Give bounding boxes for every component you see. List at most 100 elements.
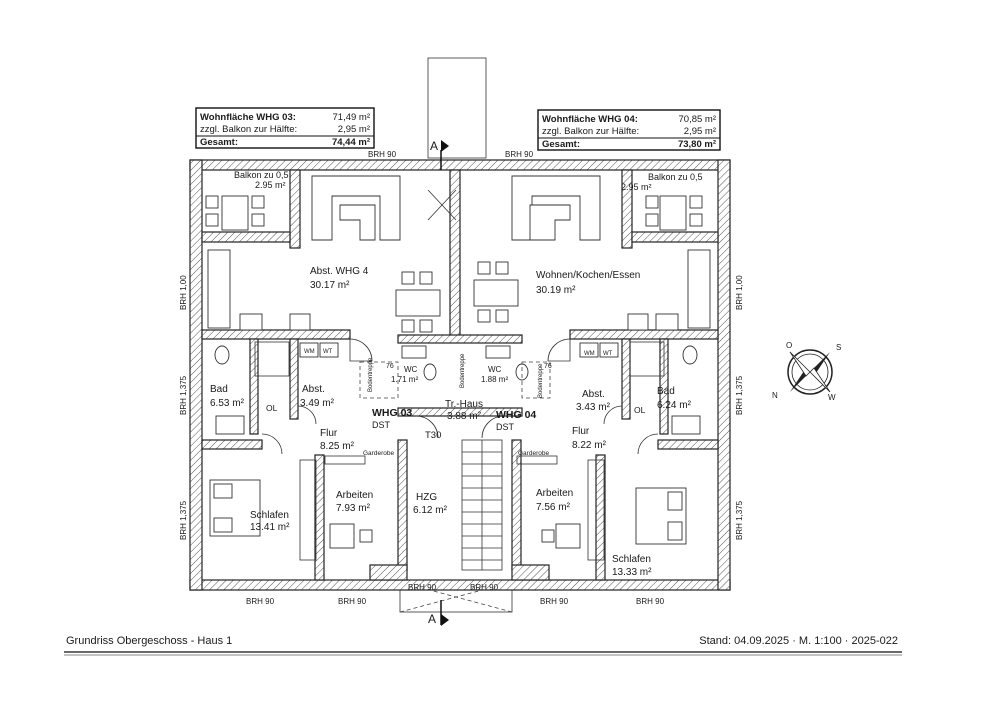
unit-whg04-sub: DST xyxy=(496,422,515,432)
room-arbeiten-left-name: Arbeiten xyxy=(336,490,373,501)
section-line xyxy=(427,140,457,626)
compass-s: S xyxy=(836,343,841,352)
whg03-value-0: 71,49 m² xyxy=(333,112,371,123)
compass-icon: O S N W xyxy=(772,341,841,402)
room-schlafen-right-area: 13.33 m² xyxy=(612,567,652,578)
room-flur-left-name: Flur xyxy=(320,428,338,439)
footer-title: Grundriss Obergeschoss - Haus 1 xyxy=(66,635,232,647)
interior-walls xyxy=(201,169,719,581)
whg04-label-0: Wohnfläche WHG 04: xyxy=(542,114,638,125)
room-wohnen-area: 30.19 m² xyxy=(536,285,576,296)
brh-right-2: BRH 1,375 xyxy=(735,375,744,415)
section-marker-bottom: A xyxy=(428,612,436,626)
wt-label-left: WT xyxy=(323,349,333,355)
title-block: Grundriss Obergeschoss - Haus 1 Stand: 0… xyxy=(64,635,902,656)
ol-label-left: OL xyxy=(266,403,278,413)
whg04-value-0: 70,85 m² xyxy=(679,114,717,125)
room-hzg-name: HZG xyxy=(416,492,437,503)
unit-whg03-sub: DST xyxy=(372,420,391,430)
room-abst-whg4-area: 30.17 m² xyxy=(310,280,350,291)
ol-label-right: OL xyxy=(634,405,646,415)
room-bad-right-name: Bad xyxy=(657,386,675,397)
window-sill-labels: BRH 90 BRH 90 BRH 90 BRH 90 BRH 90 BRH 9… xyxy=(179,150,744,606)
wt-label-right: WT xyxy=(603,351,613,357)
brh-right-3: BRH 1,375 xyxy=(735,500,744,540)
room-wc-left-area: 1.71 m² xyxy=(391,375,418,384)
area-box-whg03: Wohnfläche WHG 03: 71,49 m² zzgl. Balkon… xyxy=(195,107,375,149)
compass-n: N xyxy=(772,391,778,400)
exterior-walls xyxy=(189,159,731,591)
section-marker-top: A xyxy=(430,139,438,153)
brh-left-3: BRH 1,375 xyxy=(179,500,188,540)
room-wc-left-name: WC xyxy=(404,365,418,374)
whg04-label-1: zzgl. Balkon zur Hälfte: xyxy=(542,126,639,137)
room-flur-right-area: 8.22 m² xyxy=(572,440,607,451)
balcony-furniture xyxy=(205,195,703,231)
room-wohnen-name: Wohnen/Kochen/Essen xyxy=(536,270,640,281)
room-abst-right-name: Abst. xyxy=(582,389,605,400)
bedroom-furniture xyxy=(209,455,687,561)
room-balkon-right-name: Balkon zu 0,5 xyxy=(648,172,703,182)
unit-whg04-name: WHG 04 xyxy=(496,409,536,421)
brh-right-1: BRH 1,00 xyxy=(735,275,744,310)
room-schlafen-left-name: Schlafen xyxy=(250,510,289,521)
door-swings xyxy=(261,338,659,455)
compass-o: O xyxy=(786,341,792,350)
room-trhaus-name: Tr.-Haus xyxy=(445,399,483,410)
room-abst-right-area: 3.43 m² xyxy=(576,402,611,413)
whg04-label-2: Gesamt: xyxy=(542,139,580,150)
plan-annotations: A A T30 OL OL WM WT WM WT Garderobe Gard… xyxy=(266,139,646,626)
step-label-right: 76 xyxy=(544,363,552,370)
whg03-label-0: Wohnfläche WHG 03: xyxy=(200,112,296,123)
room-flur-left-area: 8.25 m² xyxy=(320,441,355,452)
room-balkon-left-area: 2.95 m² xyxy=(255,180,286,190)
room-flur-right-name: Flur xyxy=(572,426,590,437)
bay-windows xyxy=(311,175,601,241)
brh-bottom-1: BRH 90 xyxy=(246,597,275,606)
unit-whg03-name: WHG 03 xyxy=(372,407,412,419)
brh-left-2: BRH 1,375 xyxy=(179,375,188,415)
step-label-left: 76 xyxy=(386,363,394,370)
unit-labels: WHG 03 DST WHG 04 DST xyxy=(372,407,536,432)
whg03-label-1: zzgl. Balkon zur Hälfte: xyxy=(200,124,297,135)
roof-opening-outline xyxy=(427,57,487,159)
room-bad-left-area: 6.53 m² xyxy=(210,398,245,409)
brh-bottom-5: BRH 90 xyxy=(540,597,569,606)
brh-bottom-3: BRH 90 xyxy=(408,583,437,592)
brh-bottom-2: BRH 90 xyxy=(338,597,367,606)
room-balkon-right-area: 2.95 m² xyxy=(621,182,652,192)
whg03-value-1: 2,95 m² xyxy=(338,124,370,135)
room-abst-whg4-name: Abst. WHG 4 xyxy=(310,266,369,277)
canopy-diagonal-b xyxy=(399,581,513,613)
compass-w: W xyxy=(828,393,836,402)
whg03-label-2: Gesamt: xyxy=(200,137,238,148)
whg04-value-2: 73,80 m² xyxy=(678,139,716,150)
room-schlafen-right-name: Schlafen xyxy=(612,554,651,565)
footer-meta: Stand: 04.09.2025 · M. 1:100 · 2025-022 xyxy=(699,635,898,647)
garderobe-label-right: Garderobe xyxy=(518,450,549,457)
bodentreppe-label-right: Bodentreppe xyxy=(538,363,544,398)
whg04-value-1: 2,95 m² xyxy=(684,126,716,137)
room-abst-left-area: 3.49 m² xyxy=(300,398,335,409)
room-labels: Balkon zu 0,5 2.95 m² Balkon zu 0,5 2.95… xyxy=(210,170,703,578)
room-arbeiten-left-area: 7.93 m² xyxy=(336,503,371,514)
room-balkon-left-name: Balkon zu 0,5 xyxy=(234,170,289,180)
room-hzg-area: 6.12 m² xyxy=(413,505,448,516)
garderobe-label-left: Garderobe xyxy=(363,450,394,457)
bodentreppe-label-center: Bodentreppe xyxy=(460,353,466,388)
staircase xyxy=(461,439,503,571)
room-arbeiten-right-name: Arbeiten xyxy=(536,488,573,499)
room-schlafen-left-area: 13.41 m² xyxy=(250,522,290,533)
fire-door-label: T30 xyxy=(425,430,441,441)
brh-top-right: BRH 90 xyxy=(505,150,534,159)
room-bad-right-area: 6.24 m² xyxy=(657,400,692,411)
room-arbeiten-right-area: 7.56 m² xyxy=(536,502,571,513)
room-trhaus-area: 3.88 m² xyxy=(447,411,482,422)
whg03-value-2: 74,44 m² xyxy=(332,137,370,148)
room-wc-right-name: WC xyxy=(488,365,502,374)
room-abst-left-name: Abst. xyxy=(302,384,325,395)
living-furniture xyxy=(207,249,711,333)
room-bad-left-name: Bad xyxy=(210,384,228,395)
